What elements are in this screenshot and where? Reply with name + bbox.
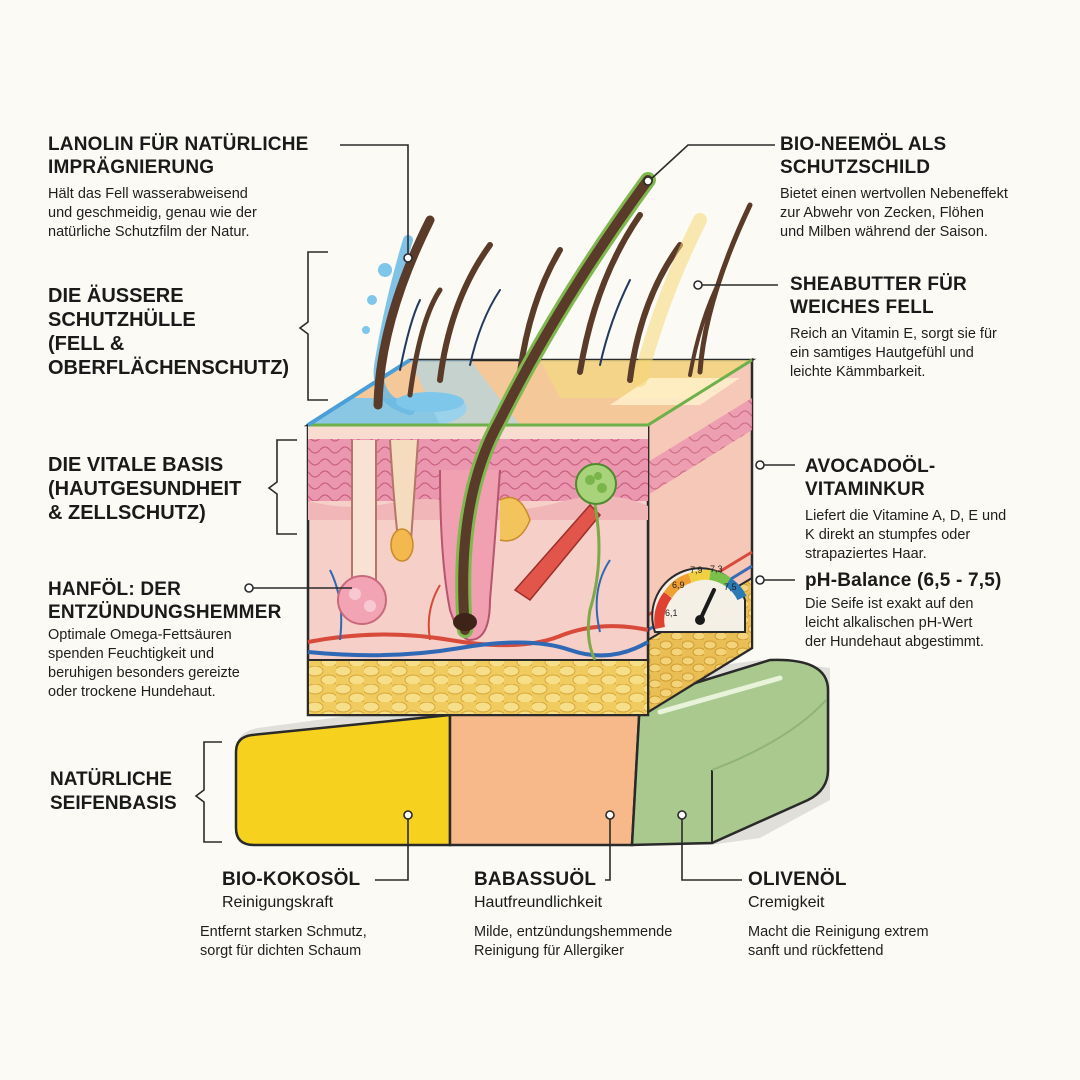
avocado-desc-1: Liefert die Vitamine A, D, E und bbox=[805, 508, 1007, 524]
avocado-label: AVOCADOÖL-VITAMINKUR Liefert die Vitamin… bbox=[805, 455, 1070, 564]
ph-tick-2: 6,9 bbox=[672, 580, 685, 590]
hemp-desc-4: oder trockene Hundehaut. bbox=[48, 684, 216, 700]
coconut-desc-2: sorgt für dichten Schaum bbox=[200, 943, 362, 959]
vital-title-1: DIE VITALE BASIS bbox=[48, 454, 224, 476]
olive-title: OLIVENÖL bbox=[748, 869, 847, 890]
soap-babassu-segment bbox=[448, 698, 642, 847]
ph-tick-1: 6,1 bbox=[665, 608, 678, 618]
outer-title-3: (FELL & bbox=[48, 333, 125, 355]
neem-desc-2: zur Abwehr von Zecken, Flöhen bbox=[780, 205, 984, 221]
avocado-desc-2: K direkt an stumpfes oder bbox=[805, 527, 971, 543]
ph-tick-5: 7,5 bbox=[724, 582, 737, 592]
shea-desc-3: leichte Kämmbarkeit. bbox=[790, 364, 926, 380]
lanolin-title-1: LANOLIN FÜR NATÜRLICHE bbox=[48, 134, 309, 155]
coconut-desc-1: Entfernt starken Schmutz, bbox=[200, 924, 367, 940]
base-title-2: SEIFENBASIS bbox=[50, 793, 177, 814]
neem-desc-1: Bietet einen wertvollen Nebeneffekt bbox=[780, 186, 1008, 202]
ph-gauge: 6,1 6,9 7,9 7,3 7,5 bbox=[651, 564, 747, 633]
avocado-title-2: VITAMINKUR bbox=[805, 479, 925, 500]
babassu-desc-2: Reinigung für Allergiker bbox=[474, 943, 624, 959]
avocado-desc-3: strapaziertes Haar. bbox=[805, 546, 927, 562]
soap-bar bbox=[234, 658, 830, 847]
babassu-title: BABASSUÖL bbox=[474, 869, 597, 890]
soap-coconut-segment bbox=[234, 713, 452, 847]
babassu-desc-1: Milde, entzündungshemmende bbox=[474, 924, 673, 940]
shea-desc-1: Reich an Vitamin E, sorgt sie für bbox=[790, 326, 997, 342]
lanolin-desc-1: Hält das Fell wasserabweisend bbox=[48, 186, 248, 202]
vital-title-2: (HAUTGESUNDHEIT bbox=[48, 478, 242, 500]
lanolin-desc-2: und geschmeidig, genau wie der bbox=[48, 205, 257, 221]
ph-desc-2: leicht alkalischen pH-Wert bbox=[805, 615, 973, 631]
neem-title-1: BIO-NEEMÖL ALS bbox=[780, 134, 947, 155]
hemp-desc-2: spenden Feuchtigkeit und bbox=[48, 646, 215, 662]
shea-title-2: WEICHES FELL bbox=[790, 297, 934, 318]
vital-base-label: DIE VITALE BASIS(HAUTGESUNDHEIT& ZELLSCH… bbox=[48, 453, 288, 525]
hemp-title-1: HANFÖL: DER bbox=[48, 579, 182, 600]
ph-title: pH-Balance (6,5 - 7,5) bbox=[805, 570, 1002, 591]
skin-block: 6,1 6,9 7,9 7,3 7,5 bbox=[303, 172, 757, 717]
avocado-title-1: AVOCADOÖL- bbox=[805, 456, 936, 477]
callout-lines bbox=[194, 144, 795, 881]
neem-desc-3: und Milben während der Saison. bbox=[780, 224, 988, 240]
outer-title-1: DIE ÄUSSERE bbox=[48, 285, 184, 307]
ph-tick-4: 7,3 bbox=[710, 564, 723, 574]
olive-desc-1: Macht die Reinigung extrem bbox=[748, 924, 929, 940]
neem-title-2: SCHUTZSCHILD bbox=[780, 157, 931, 178]
ph-label: pH-Balance (6,5 - 7,5) Die Seife ist exa… bbox=[805, 569, 1070, 652]
ph-tick-3: 7,9 bbox=[690, 565, 703, 575]
coconut-title: BIO-KOKOSÖL bbox=[222, 869, 361, 890]
outer-title-4: OBERFLÄCHENSCHUTZ) bbox=[48, 357, 290, 379]
outer-title-2: SCHUTZHÜLLE bbox=[48, 309, 196, 331]
coconut-label: BIO-KOKOSÖL Reinigungskraft Entfernt sta… bbox=[200, 868, 430, 961]
hemp-desc-1: Optimale Omega-Fettsäuren bbox=[48, 627, 232, 643]
soap-base-label: NATÜRLICHE SEIFENBASIS bbox=[50, 768, 200, 816]
coconut-sub: Reinigungskraft bbox=[222, 894, 334, 911]
babassu-label: BABASSUÖL Hautfreundlichkeit Milde, entz… bbox=[474, 868, 724, 961]
olive-label: OLIVENÖL Cremigkeit Macht die Reinigung … bbox=[748, 868, 988, 961]
ph-desc-1: Die Seife ist exakt auf den bbox=[805, 596, 974, 612]
vital-title-3: & ZELLSCHUTZ) bbox=[48, 502, 206, 524]
shea-desc-2: ein samtiges Hautgefühl und bbox=[790, 345, 974, 361]
olive-sub: Cremigkeit bbox=[748, 894, 825, 911]
hemp-desc-3: beruhigen besonders gereizte bbox=[48, 665, 240, 681]
lanolin-desc-3: natürliche Schutzfilm der Natur. bbox=[48, 224, 250, 240]
lanolin-title-2: IMPRÄGNIERUNG bbox=[48, 157, 215, 178]
babassu-sub: Hautfreundlichkeit bbox=[474, 894, 603, 911]
olive-desc-2: sanft und rückfettend bbox=[748, 943, 884, 959]
shea-title-1: SHEABUTTER FÜR bbox=[790, 274, 967, 295]
base-title-1: NATÜRLICHE bbox=[50, 769, 173, 790]
ph-desc-3: der Hundehaut abgestimmt. bbox=[805, 634, 984, 650]
hemp-title-2: ENTZÜNDUNGSHEMMER bbox=[48, 602, 282, 623]
